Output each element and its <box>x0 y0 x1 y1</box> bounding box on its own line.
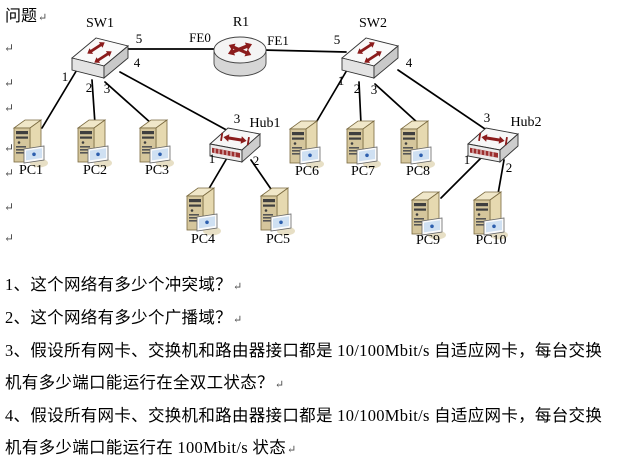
question-4-line-1: 4、假设所有网卡、交换机和路由器接口都是 10/100Mbit/s 自适应网卡，… <box>5 402 602 426</box>
question-text: 1、这个网络有多少个冲突域？ <box>5 275 232 294</box>
return-mark-icon: ↵ <box>274 379 285 391</box>
port-r1-fe1: FE1 <box>267 33 289 48</box>
label-pc5: PC5 <box>266 232 290 247</box>
label-sw2: SW2 <box>359 16 387 31</box>
port-hub1-2: 2 <box>253 153 260 168</box>
link-r1-sw2 <box>261 49 347 53</box>
port-sw1-2: 2 <box>86 80 93 95</box>
link-hub2-pc9 <box>440 157 482 199</box>
port-sw1-3: 3 <box>104 81 111 96</box>
port-sw1-4: 4 <box>134 55 141 70</box>
link-sw1-pc2 <box>91 79 96 125</box>
return-mark-icon: ↵ <box>4 76 15 90</box>
return-mark-icon: ↵ <box>38 12 48 24</box>
label-hub1: Hub1 <box>249 116 280 131</box>
label-r1: R1 <box>233 15 249 30</box>
label-pc3: PC3 <box>145 163 169 178</box>
link-hub2-pc10 <box>497 159 505 195</box>
return-mark-icon: ↵ <box>4 41 15 55</box>
question-text: 3、假设所有网卡、交换机和路由器接口都是 10/100Mbit/s 自适应网卡，… <box>5 341 603 360</box>
return-mark-icon: ↵ <box>4 200 15 214</box>
page-title-text: 问题 <box>5 8 38 25</box>
link-hub1-pc4 <box>206 157 228 193</box>
link-sw2-pc6 <box>313 69 348 127</box>
question-3-line-1: 3、假设所有网卡、交换机和路由器接口都是 10/100Mbit/s 自适应网卡，… <box>5 337 602 361</box>
port-hub2-3: 3 <box>484 110 491 125</box>
return-mark-icon: ↵ <box>232 281 243 293</box>
return-mark-icon: ↵ <box>287 444 297 456</box>
pc-icon-pc5 <box>260 187 296 236</box>
label-pc4: PC4 <box>191 232 215 247</box>
question-2: 2、这个网络有多少个广播域？↵ <box>5 304 242 328</box>
pc-icon-pc3 <box>139 119 175 168</box>
question-1: 1、这个网络有多少个冲突域？↵ <box>5 271 242 295</box>
router-icon-r1 <box>214 37 266 76</box>
connection-lines <box>41 48 505 199</box>
question-text: 机有多少端口能运行在全双工状态？ <box>5 373 274 392</box>
link-sw2-pc8 <box>374 83 420 125</box>
port-r1-fe0: FE0 <box>189 30 211 45</box>
question-4-line-2: 机有多少端口能运行在 100Mbit/s 状态↵ <box>5 434 297 458</box>
return-mark-icon: ↵ <box>232 314 243 326</box>
return-mark-icon: ↵ <box>4 101 15 115</box>
network-topology-diagram: SW1 R1 SW2 Hub1 Hub2 PC1 PC2 PC3 PC4 PC5… <box>13 15 542 248</box>
label-pc7: PC7 <box>351 164 375 179</box>
port-sw2-5: 5 <box>334 32 341 47</box>
pc-icon-pc7 <box>346 120 382 169</box>
label-pc2: PC2 <box>83 163 107 178</box>
link-sw2-pc7 <box>358 81 362 125</box>
question-text: 4、假设所有网卡、交换机和路由器接口都是 10/100Mbit/s 自适应网卡，… <box>5 406 603 425</box>
pc-icon-pc6 <box>289 120 325 169</box>
label-hub2: Hub2 <box>510 115 541 130</box>
port-sw1-1: 1 <box>62 69 69 84</box>
return-mark-icon: ↵ <box>4 166 15 180</box>
question-3-line-2: 机有多少端口能运行在全双工状态？↵ <box>5 369 284 393</box>
page-title: 问题↵ <box>5 2 47 26</box>
question-text: 机有多少端口能运行在 100Mbit/s 状态 <box>5 438 286 457</box>
port-sw2-4: 4 <box>406 55 413 70</box>
question-text: 2、这个网络有多少个广播域？ <box>5 308 232 327</box>
label-pc1: PC1 <box>19 163 43 178</box>
label-sw1: SW1 <box>86 16 114 31</box>
label-pc9: PC9 <box>416 233 440 248</box>
port-sw2-1: 1 <box>338 73 345 88</box>
port-hub2-1: 1 <box>464 152 471 167</box>
link-sw1-hub1 <box>119 71 233 134</box>
label-pc10: PC10 <box>475 233 506 248</box>
port-hub1-3: 3 <box>234 111 241 126</box>
switch-icon-sw2 <box>342 38 398 78</box>
link-sw2-hub2 <box>397 69 489 132</box>
link-sw1-pc3 <box>104 81 153 125</box>
link-hub1-pc5 <box>250 159 274 193</box>
return-mark-icon: ↵ <box>4 231 15 245</box>
pc-icon-pc4 <box>186 187 222 236</box>
pc-icon-pc8 <box>400 120 436 169</box>
label-pc6: PC6 <box>295 164 319 179</box>
port-sw2-2: 2 <box>354 81 361 96</box>
link-sw1-pc1 <box>41 67 79 129</box>
return-mark-icon: ↵ <box>4 141 15 155</box>
hub-icon-hub2 <box>468 128 518 162</box>
pc-icon-pc2 <box>77 119 113 168</box>
port-sw2-3: 3 <box>371 82 378 97</box>
label-pc8: PC8 <box>406 164 430 179</box>
port-hub1-1: 1 <box>209 151 216 166</box>
port-sw1-5: 5 <box>136 31 143 46</box>
port-hub2-2: 2 <box>506 160 513 175</box>
